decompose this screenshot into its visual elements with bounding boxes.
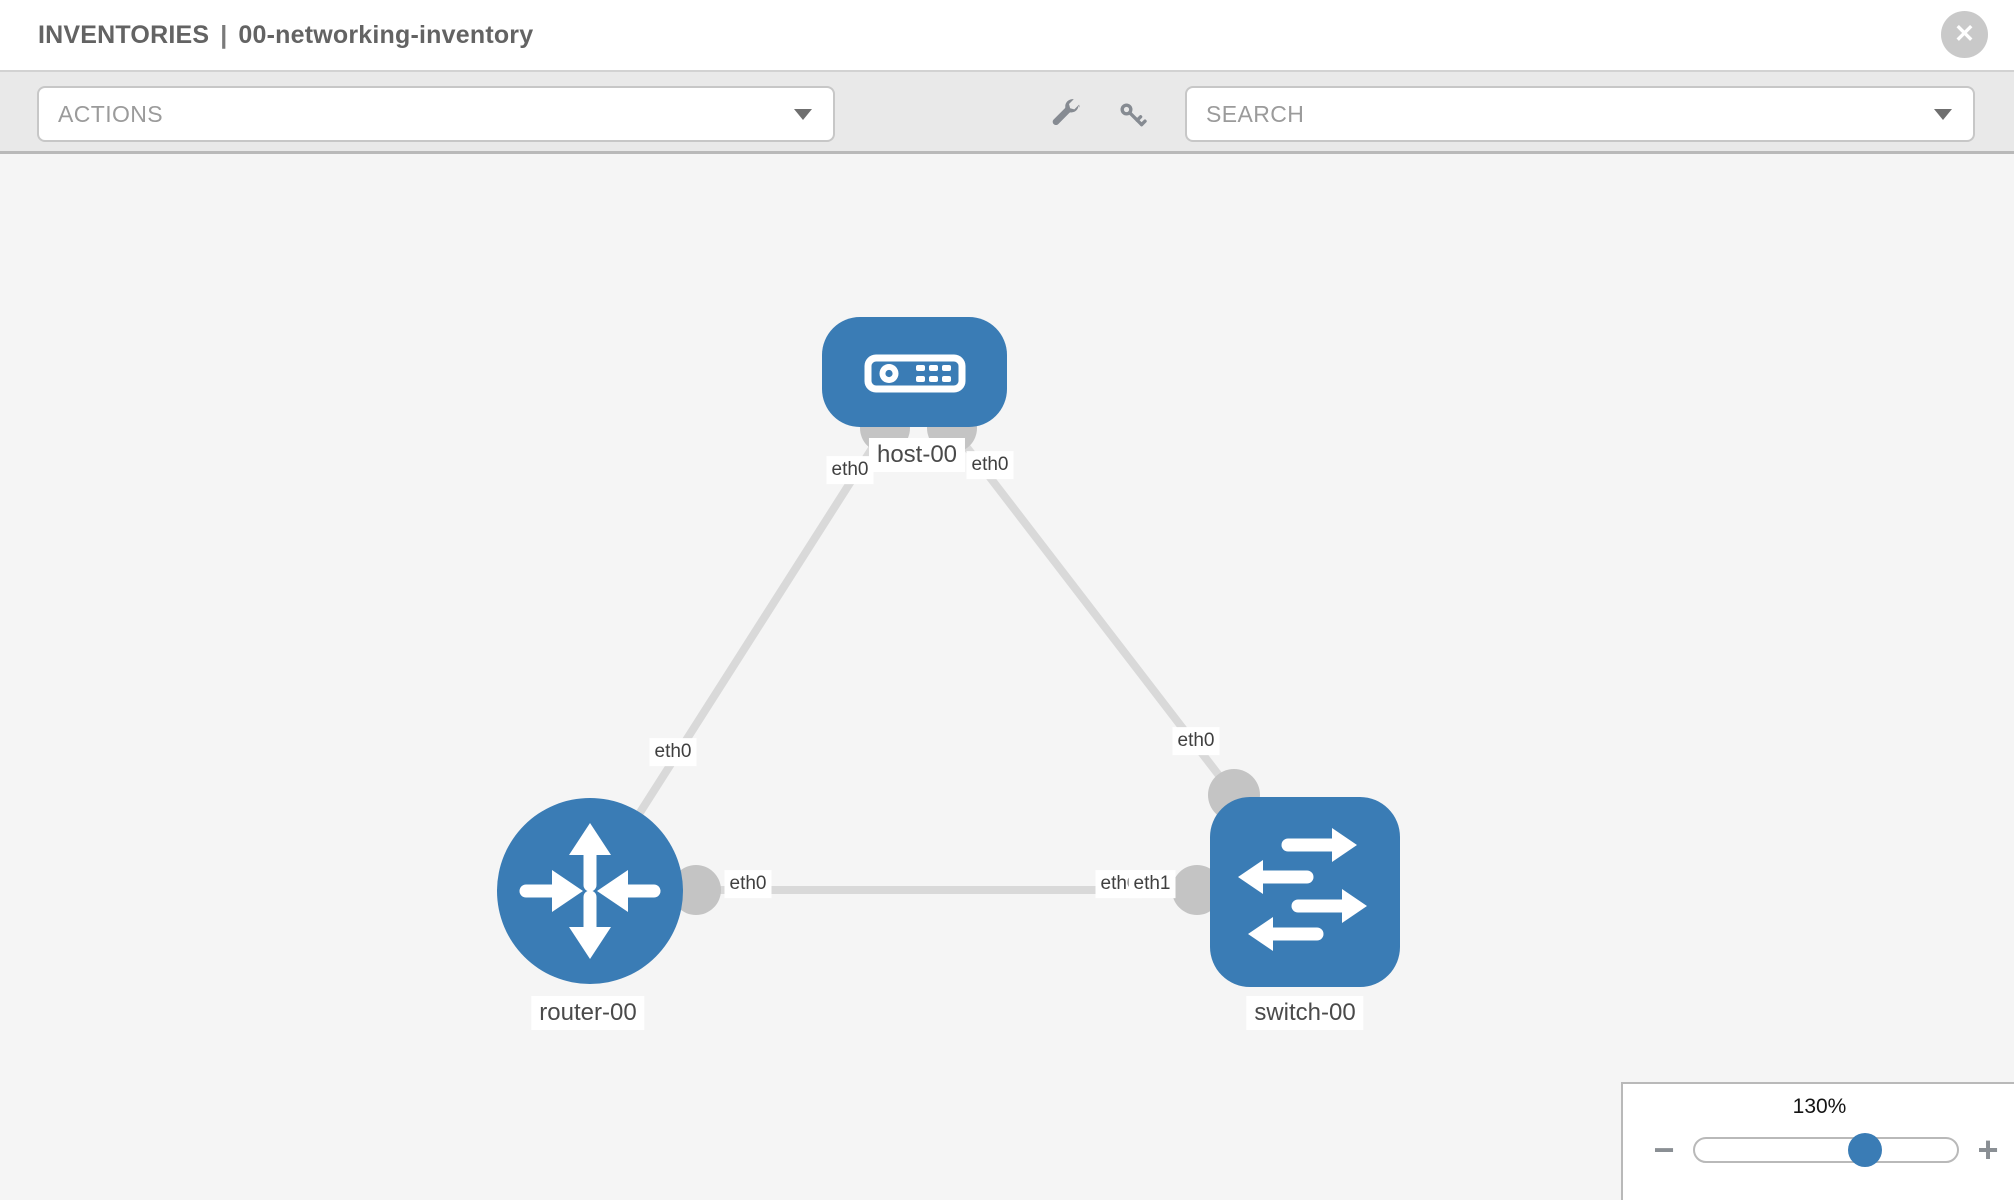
key-icon [1117, 100, 1149, 135]
configure-tools-button[interactable] [1041, 92, 1087, 138]
title-separator: | [220, 20, 228, 49]
interface-label: eth1 [1128, 870, 1176, 898]
close-icon: ✕ [1954, 20, 1975, 48]
router-icon [519, 823, 661, 959]
host-icon [864, 354, 966, 393]
node-router-00[interactable] [497, 798, 683, 984]
zoom-slider-track[interactable] [1693, 1133, 1959, 1167]
node-label-router-00: router-00 [531, 996, 645, 1030]
credentials-button[interactable] [1110, 94, 1156, 140]
zoom-out-button[interactable]: − [1647, 1132, 1681, 1168]
switch-icon [1238, 828, 1367, 951]
caret-down-icon [1934, 109, 1952, 120]
zoom-control-panel: 130% − + [1621, 1082, 2014, 1200]
node-label-switch-00: switch-00 [1246, 996, 1364, 1030]
toolbar: ACTIONS [0, 72, 2014, 154]
topology-canvas[interactable]: eth0 eth0 host-00 eth0 eth0 eth0 eth0 et… [0, 154, 2014, 1200]
endpoint-switch-eth1 [1172, 865, 1222, 915]
header: INVENTORIES | 00-networking-inventory ✕ [0, 0, 2014, 72]
zoom-in-button[interactable]: + [1971, 1132, 2005, 1168]
interface-label: eth0 [649, 738, 697, 766]
zoom-slider-row: − + [1623, 1131, 2014, 1169]
page-title: INVENTORIES | 00-networking-inventory [38, 21, 533, 50]
interface-label: eth0 [1172, 727, 1220, 755]
actions-dropdown[interactable]: ACTIONS [37, 86, 835, 142]
search-dropdown[interactable]: SEARCH [1185, 86, 1975, 142]
page-title-prefix: INVENTORIES [38, 20, 210, 49]
wrench-icon [1046, 96, 1082, 135]
close-button[interactable]: ✕ [1941, 11, 1988, 58]
endpoint-router-eth0 [671, 865, 721, 915]
actions-dropdown-label: ACTIONS [58, 100, 164, 127]
node-label-host-00: host-00 [868, 438, 966, 472]
interface-label: eth0 [826, 456, 874, 484]
caret-down-icon [794, 109, 812, 120]
node-host-00[interactable] [822, 317, 1007, 427]
node-switch-00[interactable] [1210, 797, 1400, 987]
search-dropdown-label: SEARCH [1206, 100, 1305, 127]
zoom-slider-thumb[interactable] [1848, 1133, 1883, 1167]
zoom-level-text: 130% [1792, 1095, 1847, 1118]
interface-endpoints [671, 403, 1260, 915]
interface-label: eth0 [966, 451, 1014, 479]
inventory-name: 00-networking-inventory [238, 20, 534, 49]
interface-label: eth0 [724, 870, 772, 898]
